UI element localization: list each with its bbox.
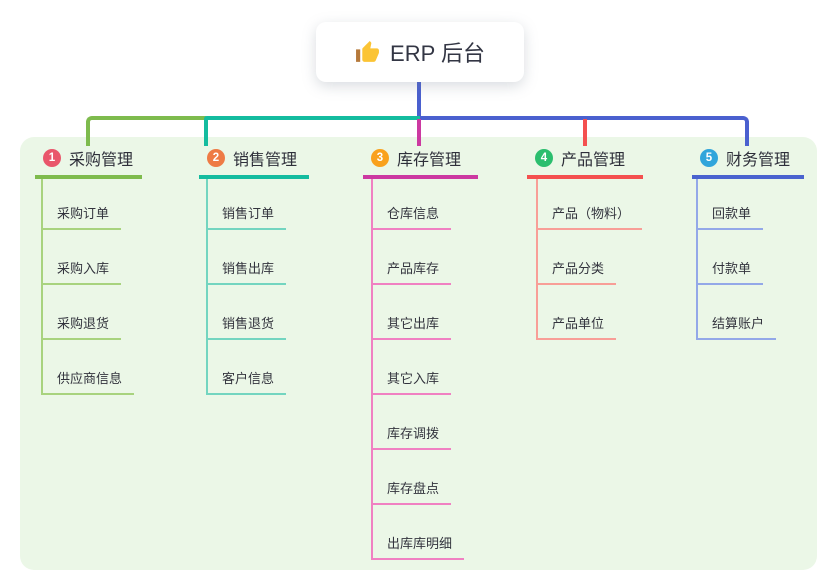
sales-return-node[interactable]: 销售退货 [208,289,287,344]
purchase-inbound-node[interactable]: 采购入库 [43,234,134,289]
receipt-node[interactable]: 回款单 [698,179,776,234]
connector-branch-3 [417,119,421,146]
payment-node[interactable]: 付款单 [698,234,776,289]
stock-check-node[interactable]: 库存盘点 [373,454,464,509]
branch-label: 采购管理 [69,152,134,169]
stock-transfer-node[interactable]: 库存调拨 [373,399,464,454]
product-stock-node[interactable]: 产品库存 [373,234,464,289]
sales-order-node[interactable]: 销售订单 [208,179,287,234]
mindmap-background-panel [20,137,817,570]
branch-children-finance: 回款单 付款单 结算账户 [696,179,777,340]
connector-branch-4 [583,119,587,146]
connector-branch-5 [420,116,749,146]
sales-outbound-node[interactable]: 销售出库 [208,234,287,289]
branch-label: 产品管理 [561,152,626,169]
branch-label: 库存管理 [397,152,462,169]
warehouse-info-node[interactable]: 仓库信息 [373,179,464,234]
purchase-order-node[interactable]: 采购订单 [43,179,134,234]
branch-header-purchase-management[interactable]: 1 采购管理 [35,145,142,179]
settlement-account-node[interactable]: 结算账户 [698,289,777,344]
branch-header-sales-management[interactable]: 2 销售管理 [199,145,309,179]
other-outbound-node[interactable]: 其它出库 [373,289,464,344]
customer-info-node[interactable]: 客户信息 [208,344,287,399]
branch-children-sales: 销售订单 销售出库 销售退货 客户信息 [206,179,287,395]
branch-header-finance-management[interactable]: 5 财务管理 [692,145,804,179]
purchase-return-node[interactable]: 采购退货 [43,289,134,344]
outbound-detail-node[interactable]: 出库库明细 [373,509,465,564]
product-material-node[interactable]: 产品（物料） [538,179,643,234]
product-category-node[interactable]: 产品分类 [538,234,642,289]
branch-children-purchase: 采购订单 采购入库 采购退货 供应商信息 [41,179,135,395]
branch-children-inventory: 仓库信息 产品库存 其它出库 其它入库 库存调拨 库存盘点 出库库明细 [371,179,465,560]
branch-number-badge: 2 [207,149,225,167]
branch-label: 财务管理 [726,152,791,169]
branch-children-product: 产品（物料） 产品分类 产品单位 [536,179,643,340]
connector-branch-2 [204,116,420,146]
branch-number-badge: 1 [43,149,61,167]
connector-branch-1 [86,116,206,146]
connector-root-stem [417,82,421,118]
root-node[interactable]: ERP 后台 [316,22,524,82]
branch-number-badge: 3 [371,149,389,167]
branch-number-badge: 4 [535,149,553,167]
branch-number-badge: 5 [700,149,718,167]
thumbs-up-icon [355,40,380,65]
product-unit-node[interactable]: 产品单位 [538,289,642,344]
branch-header-inventory-management[interactable]: 3 库存管理 [363,145,478,179]
root-title: ERP 后台 [390,41,485,66]
supplier-info-node[interactable]: 供应商信息 [43,344,135,399]
branch-header-product-management[interactable]: 4 产品管理 [527,145,643,179]
branch-label: 销售管理 [233,152,298,169]
other-inbound-node[interactable]: 其它入库 [373,344,464,399]
